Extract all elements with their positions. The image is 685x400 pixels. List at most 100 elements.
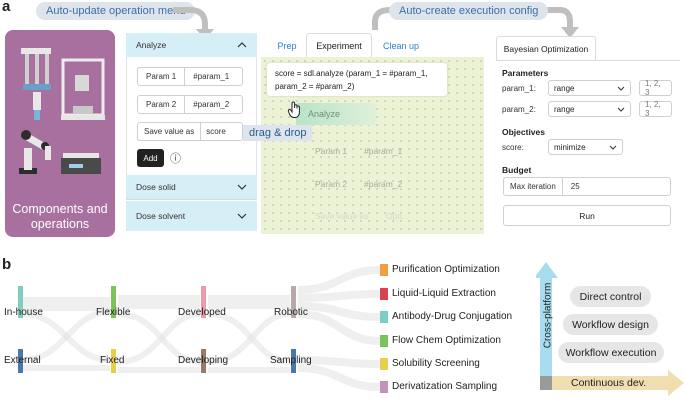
ghost-save-value: Opti... [386,211,409,221]
chevron-down-icon [609,145,617,150]
label-developed: Developed [178,307,226,318]
param2-value: #param_2 [193,100,230,109]
axis-origin [540,376,552,390]
sankey-nodes [18,286,296,373]
callout-auto-update-menu: Auto-update operation menu [36,2,196,20]
tab-clean-up[interactable]: Clean up [382,41,420,51]
marker-adc [380,311,388,323]
node-flexible [111,286,116,318]
axis-x-arrow [552,370,684,396]
chevron-up-icon [237,42,247,48]
sidebar-dose-solid-label: Dose solid [136,182,176,192]
code-line-1: score = sdl.analyze (param_1 = #param_1, [275,69,428,78]
bo-param1-values[interactable]: 1, 2, 3 [639,79,672,97]
feature-direct-control: Direct control [570,286,651,307]
chevron-down-icon [617,86,625,91]
app-lle: Liquid-Liquid Extraction [392,288,496,299]
bo-param2-type[interactable]: range [548,101,631,117]
bo-score-goal[interactable]: minimize [548,139,623,155]
flow-robotic-app1 [297,266,381,294]
bo-run-button[interactable]: Run [503,205,671,226]
marker-purification [380,264,388,276]
ghost-param2-label: Param 2 [315,179,348,189]
flow-robotic-app2 [297,290,381,302]
bo-parameters-heading: Parameters [502,68,549,78]
chevron-down-icon [237,184,247,190]
add-button[interactable]: Add [137,149,164,167]
save-value-input: score [206,127,226,136]
tab-prep[interactable]: Prep [277,41,297,51]
tab-bayesian-optimization[interactable]: Bayesian Optimization [496,36,596,60]
marker-lle [380,288,388,300]
bo-budget-heading: Budget [502,165,532,175]
param2-label: Param 2 [138,96,186,113]
label-flexible: Flexible [96,307,131,318]
param1-label: Param 1 [138,68,186,85]
label-developing: Developing [178,355,229,366]
node-robotic [291,286,296,318]
app-flowchem: Flow Chem Optimization [392,335,501,346]
node-developing [201,349,206,373]
param2-field[interactable]: Param 2 #param_2 [137,95,243,114]
app-purification: Purification Optimization [392,264,500,275]
node-developed [201,286,206,318]
arrow-left-curve [173,7,208,30]
ghost-param1-label: Param 1 [315,146,348,156]
axis-y-arrow [536,262,558,376]
sidebar-analyze-header[interactable]: Analyze [126,33,257,57]
app-adc: Antibody-Drug Conjugation [392,311,513,322]
ghost-param2-value: #param_2 [364,179,403,189]
bo-param1-values-text: 1, 2, 3 [645,79,661,97]
node-sampling [291,349,296,373]
ghost-param1-value: #param_1 [364,146,403,156]
flow-robotic-app3 [297,302,381,321]
tab-experiment[interactable]: Experiment [306,33,372,57]
save-value-label: Save value as [138,123,202,140]
bo-max-iteration-label: Max iteration [504,178,563,195]
bo-param2-type-value: range [554,104,575,114]
chevron-down-icon [617,107,625,112]
marker-solubility [380,358,388,370]
panel-b-letter: b [2,256,12,273]
components-label: Components and operations [12,202,108,231]
bo-param2-values[interactable]: 1, 2, 3 [639,100,672,118]
bo-objectives-heading: Objectives [502,127,545,137]
label-robotic: Robotic [274,307,308,318]
dragged-analyze-card[interactable]: Analyze [296,103,376,125]
bo-max-iteration-value: 25 [570,182,580,191]
marker-flowchem [380,335,388,347]
bo-param1-type[interactable]: range [548,80,631,96]
flow-developing-robotic [207,311,291,365]
arrow-right-head [561,27,579,38]
bo-max-iteration-field[interactable]: Max iteration 25 [503,177,671,196]
label-inhouse: In-house [4,307,43,318]
dragged-analyze-label: Analyze [308,109,341,119]
components-box: Components and operations [5,30,115,237]
param1-value: #param_1 [193,72,230,81]
code-line-2: param_2 = #param_2) [275,82,355,91]
flow-sampling-app5 [297,356,381,368]
capability-axes [536,262,684,396]
flow-sampling-app6 [297,364,381,391]
flow-external-flexible [21,309,111,363]
node-external [18,349,23,373]
sidebar-dose-solid[interactable]: Dose solid [126,175,257,200]
bo-score-goal-value: minimize [554,142,586,152]
info-icon[interactable]: ⓘ [170,153,181,165]
label-sampling: Sampling [270,355,312,366]
callout-auto-create-config: Auto-create execution config [389,2,549,20]
label-external: External [4,355,41,366]
sidebar-dose-solvent[interactable]: Dose solvent [126,201,257,231]
axis-y-label: Cross-platform [542,282,554,349]
save-value-field[interactable]: Save value as score [137,122,243,141]
sidebar-analyze-label: Analyze [136,40,167,50]
param1-field[interactable]: Param 1 #param_1 [137,67,243,86]
application-markers [380,264,388,393]
lab-equipment-icon [19,48,105,174]
app-solubility: Solubility Screening [392,358,480,369]
node-inhouse [18,286,23,318]
app-derivatization: Derivatization Sampling [392,381,498,392]
bo-param2-name: param_2: [502,105,536,114]
feature-workflow-execution: Workflow execution [558,342,664,363]
